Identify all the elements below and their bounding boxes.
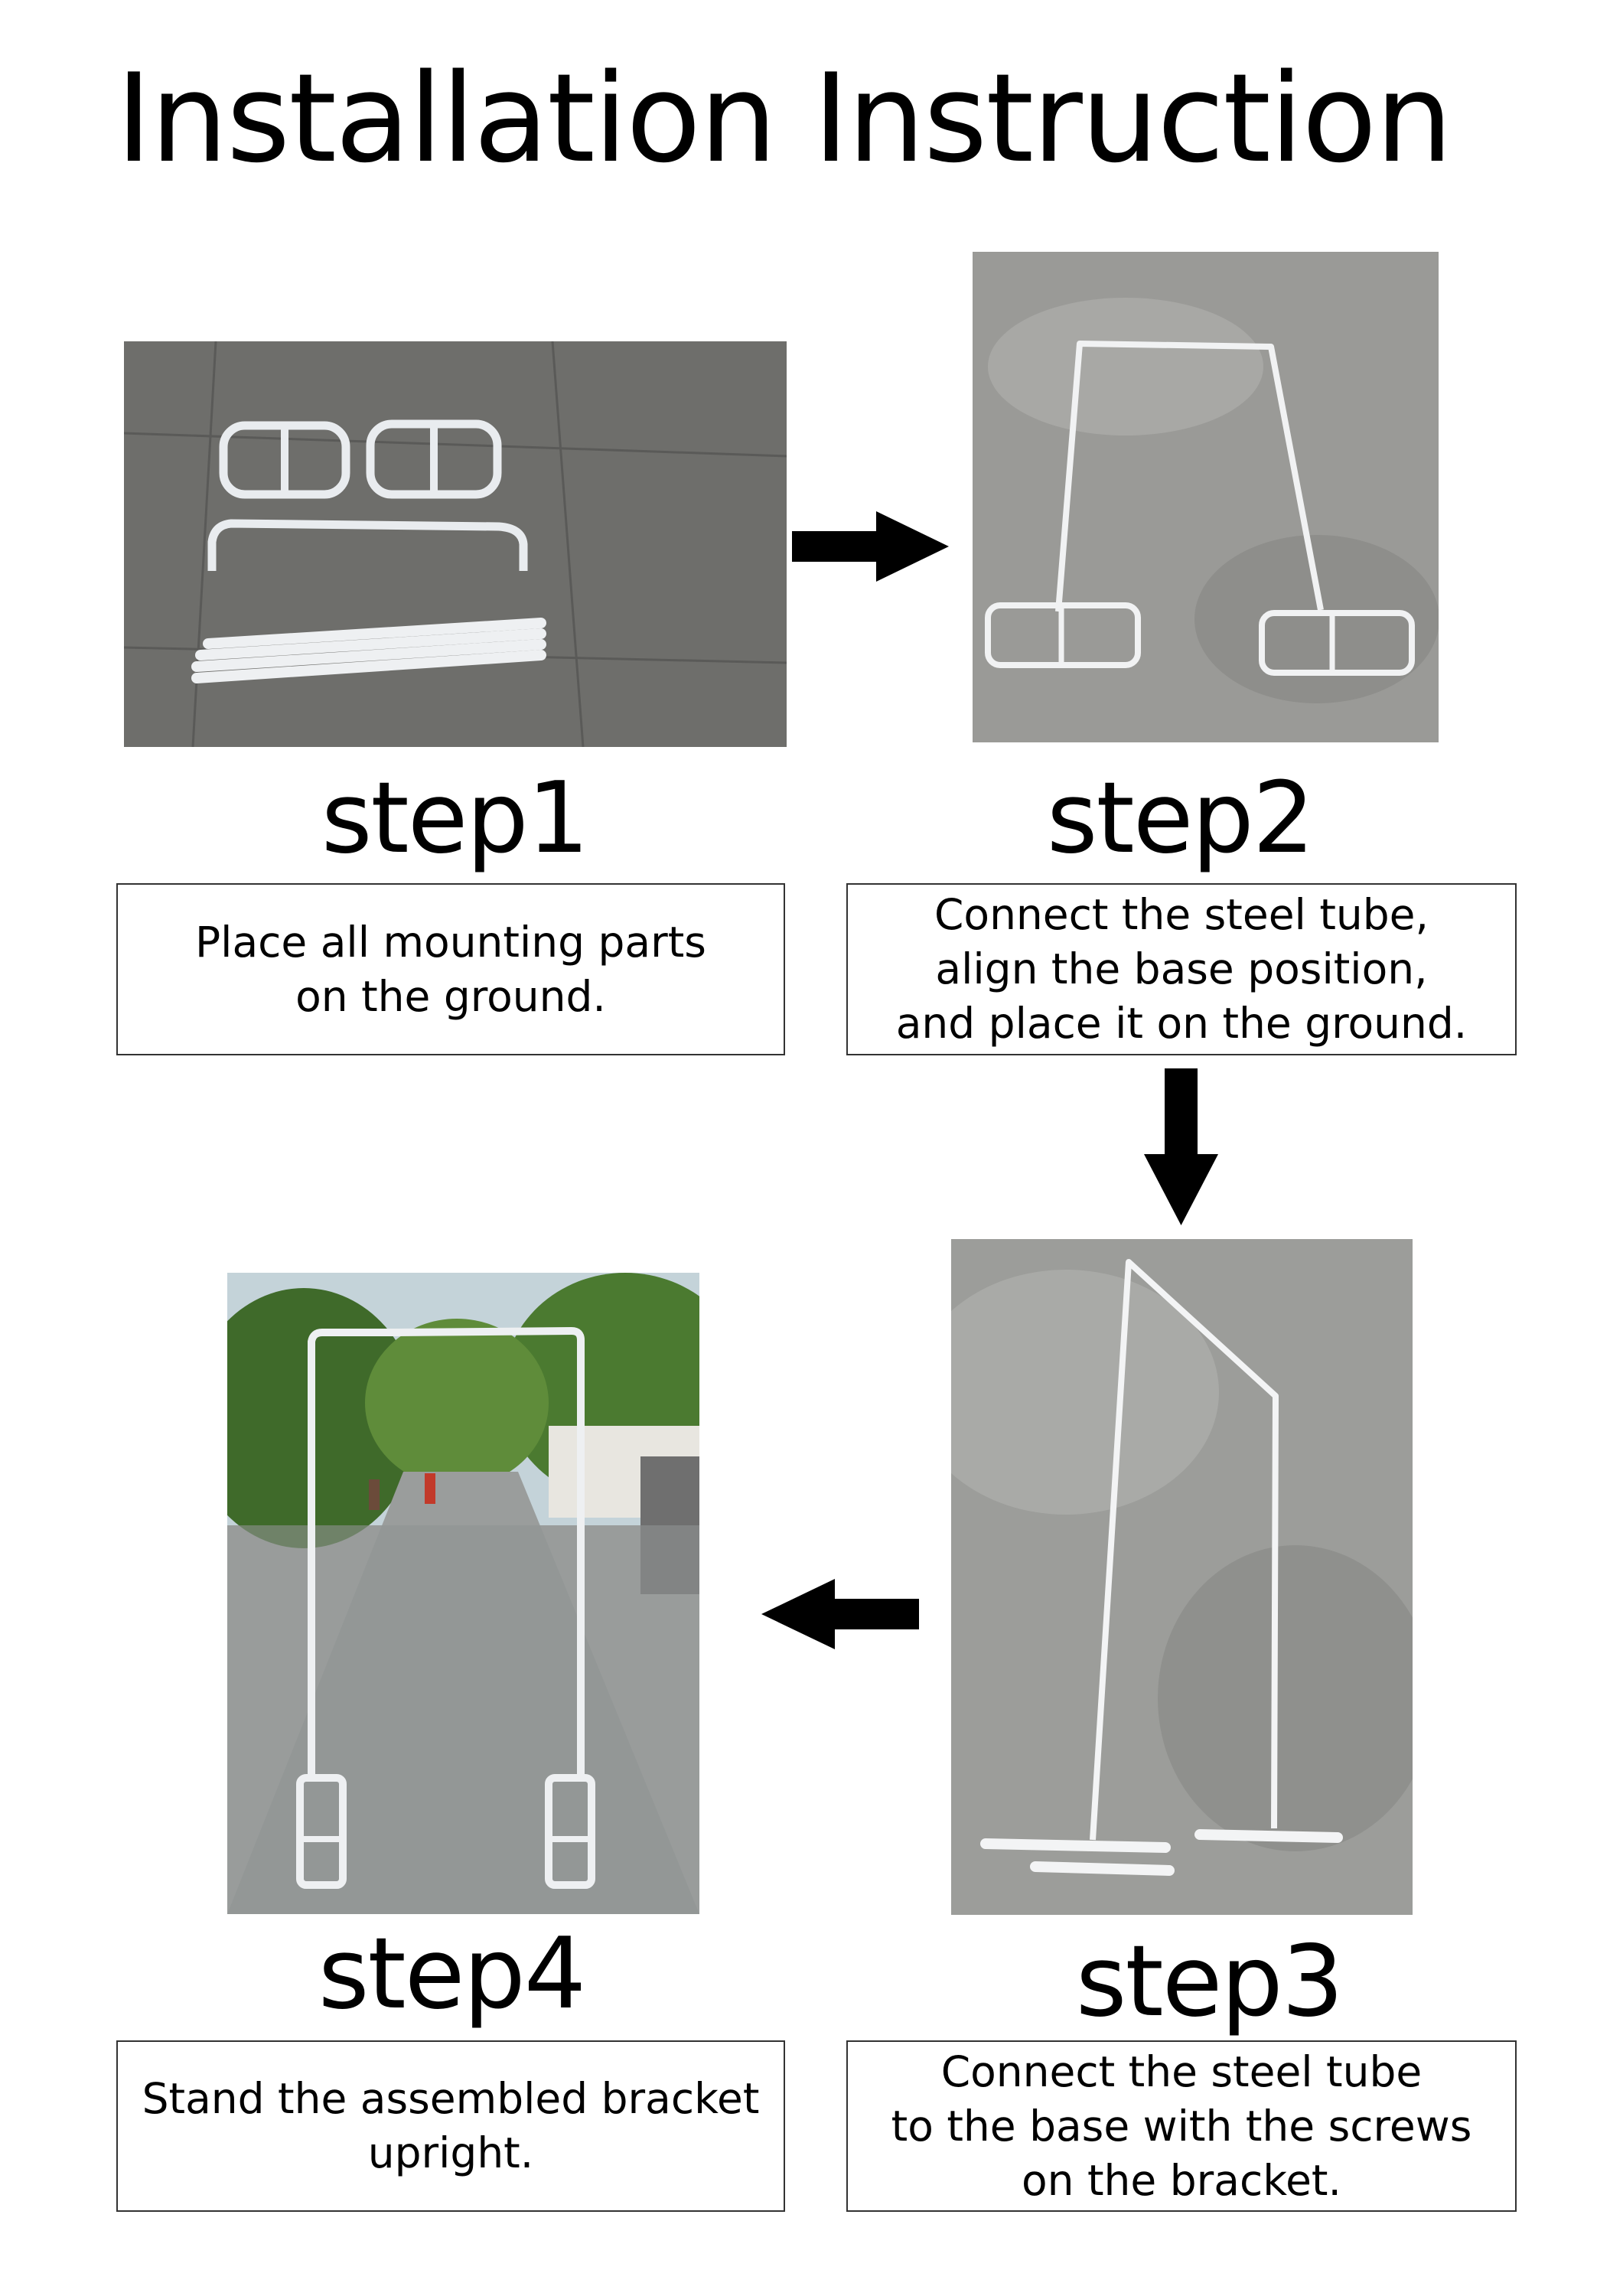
step3-line: to the base with the screws bbox=[891, 2101, 1472, 2151]
step3-label: step3 bbox=[1075, 1925, 1344, 2039]
step2-photo bbox=[973, 252, 1439, 742]
step4-line: upright. bbox=[367, 2128, 534, 2177]
step3-line: Connect the steel tube bbox=[940, 2047, 1423, 2096]
step2-label: step2 bbox=[1046, 762, 1315, 876]
step1-label: step1 bbox=[321, 762, 589, 876]
step1-description: Place all mounting parts on the ground. bbox=[116, 883, 785, 1055]
step1-photo bbox=[124, 341, 787, 747]
step4-description: Stand the assembled bracket upright. bbox=[116, 2040, 785, 2212]
step4-label: step4 bbox=[318, 1917, 586, 2031]
step2-line: and place it on the ground. bbox=[895, 999, 1468, 1048]
step2-description: Connect the steel tube, align the base p… bbox=[846, 883, 1517, 1055]
step2-line: align the base position, bbox=[935, 944, 1428, 993]
step3-description: Connect the steel tube to the base with … bbox=[846, 2040, 1517, 2212]
step1-line: Place all mounting parts bbox=[195, 917, 706, 967]
arrow-right-icon bbox=[792, 511, 949, 582]
step2-line: Connect the steel tube, bbox=[934, 890, 1429, 939]
step4-line: Stand the assembled bracket bbox=[142, 2074, 760, 2123]
step3-line: on the bracket. bbox=[1022, 2155, 1341, 2205]
arrow-left-icon bbox=[761, 1579, 919, 1649]
step3-photo bbox=[951, 1239, 1413, 1915]
step4-photo bbox=[227, 1273, 699, 1914]
page-title: Installation Instruction bbox=[116, 47, 1452, 190]
step1-line: on the ground. bbox=[295, 971, 606, 1021]
arrow-down-icon bbox=[1144, 1068, 1218, 1225]
